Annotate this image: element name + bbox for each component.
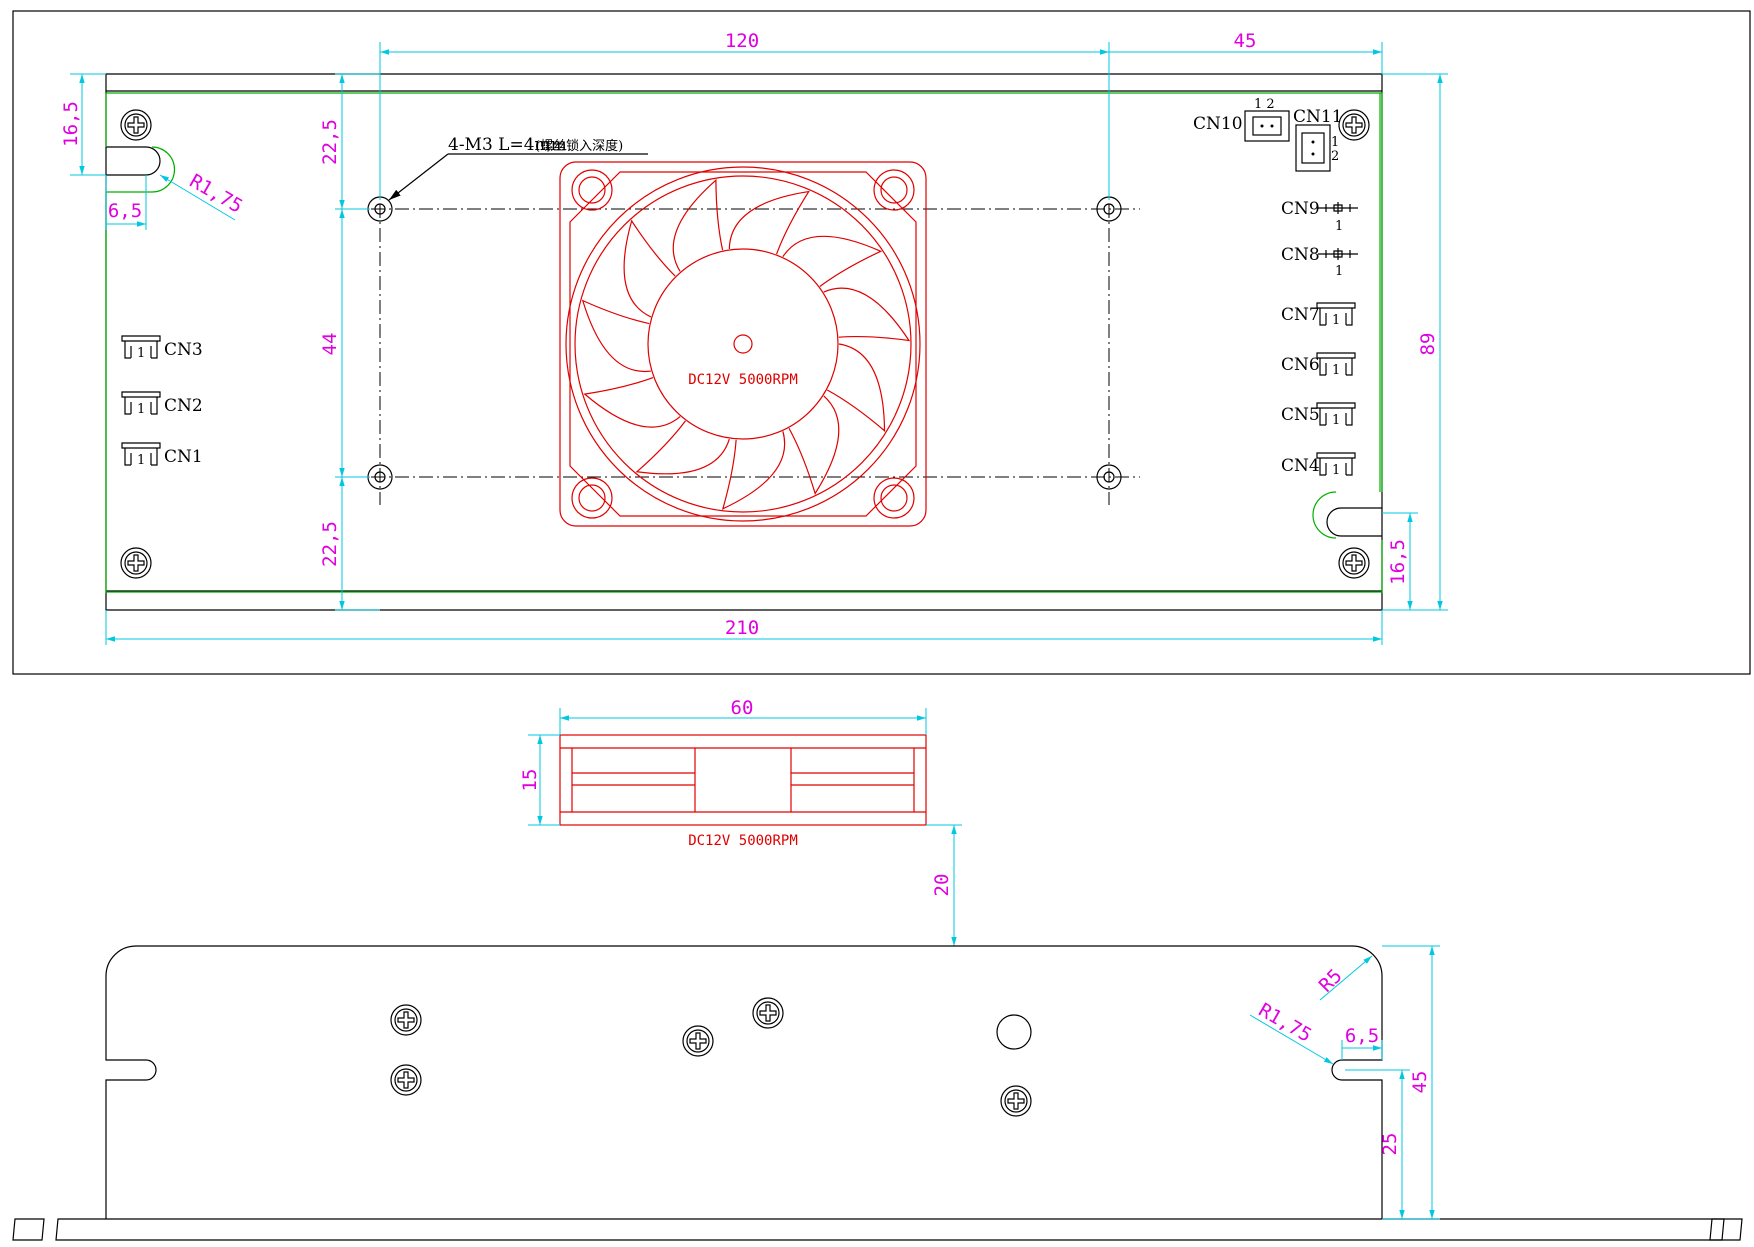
dim-45-side: 45 xyxy=(1409,1071,1431,1094)
connector-label-cn2: CN2 xyxy=(164,396,203,416)
pcb-outline xyxy=(105,92,1383,593)
connector-label-cn3: CN3 xyxy=(164,340,203,360)
screw-note: 4-M3 L=4mm xyxy=(448,135,567,155)
connector-label-cn11: CN11 xyxy=(1293,107,1343,127)
fan-blade xyxy=(782,235,883,287)
screw-icon xyxy=(1338,547,1370,579)
pin-label: 1 xyxy=(1332,463,1340,478)
housing-outline xyxy=(105,73,1383,611)
fan-icon: DC12V 5000RPM xyxy=(559,161,927,527)
frame xyxy=(12,10,1751,675)
pin-label: 1 xyxy=(137,346,145,361)
fan-blade xyxy=(721,431,786,510)
dimension-lines xyxy=(70,42,1448,645)
dim-60: 60 xyxy=(731,697,754,719)
dim-20: 20 xyxy=(931,874,953,897)
side-housing-outline xyxy=(105,945,1383,1219)
dim-45: 45 xyxy=(1234,30,1257,52)
connector-label-cn10: CN10 xyxy=(1193,114,1243,134)
pin-label: 1 xyxy=(1331,135,1339,150)
screw-icon xyxy=(120,109,152,141)
screw-icon xyxy=(752,997,784,1029)
dim-44: 44 xyxy=(319,333,341,356)
pin-label: 1 xyxy=(1332,363,1340,378)
fan-side-view: DC12V 5000RPM 60 15 20 xyxy=(519,697,962,947)
fan-blade xyxy=(623,219,676,318)
dim-r1-75-side: R1,75 xyxy=(1255,999,1316,1047)
dim-16-5-right: 16,5 xyxy=(1387,539,1409,585)
dim-210: 210 xyxy=(725,617,759,639)
connector-label-cn9: CN9 xyxy=(1281,199,1320,219)
pin-label: 1 2 xyxy=(1254,97,1275,112)
connector-label-cn1: CN1 xyxy=(164,447,203,467)
dim-15: 15 xyxy=(519,769,541,792)
top-view: 4-M3 L=4mm (螺丝锁入深度) DC12V 5000RPM 1 1 1 … xyxy=(12,10,1751,675)
fan-side-label: DC12V 5000RPM xyxy=(688,833,798,849)
screw-icon xyxy=(390,1004,422,1036)
fan-label: DC12V 5000RPM xyxy=(688,372,798,388)
dim-22-5-top: 22,5 xyxy=(319,119,341,165)
dim-r1-75: R1,75 xyxy=(186,170,247,218)
dim-120: 120 xyxy=(725,30,759,52)
fan-blade xyxy=(635,420,730,475)
dim-89: 89 xyxy=(1417,333,1439,356)
screw-icon xyxy=(1000,1085,1032,1117)
pin-label: 1 xyxy=(137,402,145,417)
connector-label-cn8: CN8 xyxy=(1281,245,1320,265)
dim-6-5-side: 6,5 xyxy=(1345,1025,1379,1047)
connector-label-cn5: CN5 xyxy=(1281,405,1320,425)
fan-blade xyxy=(788,395,840,495)
screw-icon xyxy=(1338,109,1370,141)
fan-blade xyxy=(823,287,911,342)
pin-label: 1 xyxy=(137,453,145,468)
connector-icon xyxy=(1317,201,1359,215)
screw-icon xyxy=(682,1025,714,1057)
pin-label: 1 xyxy=(1335,219,1343,234)
dim-22-5-bottom: 22,5 xyxy=(319,521,341,567)
screw-icon xyxy=(390,1064,422,1096)
fan-blade xyxy=(581,299,651,373)
connector-label-cn4: CN4 xyxy=(1281,456,1320,476)
fan-blade xyxy=(672,178,724,272)
side-view: 45 25 6,5 R1,75 R5 xyxy=(12,945,1743,1241)
dim-6-5: 6,5 xyxy=(108,200,142,222)
fan-blade xyxy=(583,376,681,428)
indicator-hole-icon xyxy=(996,1014,1032,1050)
fan-blade xyxy=(826,343,886,433)
dim-r5: R5 xyxy=(1315,965,1347,997)
dim-16-5-left: 16,5 xyxy=(60,101,82,147)
connector-label-cn6: CN6 xyxy=(1281,355,1320,375)
left-mount-slot xyxy=(106,146,161,176)
fan-blade xyxy=(728,190,810,255)
connector-label-cn7: CN7 xyxy=(1281,305,1320,325)
pin-label: 1 xyxy=(1335,264,1343,279)
pin-label: 1 xyxy=(1332,313,1340,328)
dim-25: 25 xyxy=(1379,1133,1401,1156)
screw-icon xyxy=(120,547,152,579)
pin-label: 1 xyxy=(1332,413,1340,428)
connector-icon xyxy=(1317,247,1359,261)
right-mount-slot xyxy=(1326,507,1382,537)
screw-note-small: (螺丝锁入深度) xyxy=(535,138,623,154)
pin-label: 2 xyxy=(1331,149,1339,164)
